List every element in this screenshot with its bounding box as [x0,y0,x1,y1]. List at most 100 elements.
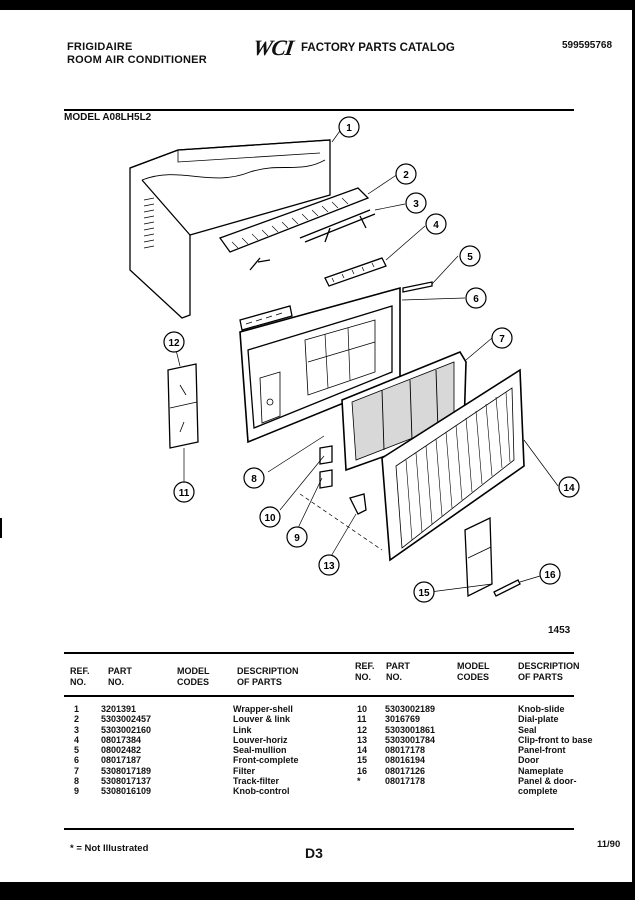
table-row: 12 [357,724,368,735]
table-top-rule [64,652,574,654]
table-row: 08017384 [101,734,142,745]
table-row: 3201391 [101,704,137,714]
callout-12: 12 [168,338,180,349]
table-row: 5 [74,745,80,756]
table-row: 08016194 [385,755,426,766]
exploded-parts-diagram: 1 2 3 4 5 6 7 8 9 10 11 12 13 14 15 16 [129,116,580,603]
scan-border-right [632,0,635,900]
scan-edge-marks [0,518,8,538]
left-ref-header: REF.NO. [70,666,90,687]
catalog-number: 599595768 [562,40,613,51]
left-ref-column: 1 2 3 4 5 6 7 8 9 [74,704,79,797]
table-row: 3 [74,724,80,735]
leader-lines [175,127,559,593]
callout-14: 14 [563,483,575,494]
table-row: 16 [357,765,368,776]
table-row: Filter [233,765,256,776]
table-row: Knob-control [233,786,290,797]
table-row: Seal-mullion [233,745,287,756]
filter-drawing [341,351,467,472]
table-row: 5303002160 [101,724,152,735]
seal-mullion-drawing [402,281,433,293]
table-row: 5308016109 [101,786,152,797]
table-row: 7 [74,765,80,776]
table-row: Knob-slide [518,704,565,714]
table-row: 5308017137 [101,776,152,787]
table-row: 8 [74,776,80,787]
figure-number: 1453 [548,625,571,636]
table-row: Louver-horiz [233,734,288,745]
right-part-column: 5303002189 3016769 5303001861 5303001784… [385,704,435,797]
table-header-rule [64,695,574,697]
table-row: 5303002457 [101,714,152,725]
table-row: Panel & door- [518,776,577,787]
table-row: 14 [357,745,368,756]
table-row: complete [518,786,558,797]
nameplate-drawing [493,579,521,597]
callout-10: 10 [264,513,276,524]
table-row: Door [518,755,539,766]
right-desc-column: Knob-slide Dial-plate Seal Clip-front to… [518,704,593,797]
brand-block: FRIGIDAIRE ROOM AIR CONDITIONER [67,41,207,67]
wci-logo: WCI [251,35,295,60]
callout-9: 9 [294,533,300,544]
table-row: 08017187 [101,755,142,766]
callout-1: 1 [346,123,352,134]
table-row: 3016769 [385,714,421,725]
knob-drawing [319,445,333,489]
louver-link-drawing [218,187,370,271]
table-row: 4 [74,734,80,745]
clip-drawing [349,493,367,515]
louver-horiz-drawing [324,257,387,287]
table-row: 08017178 [385,776,426,787]
table-row: 5308017189 [101,765,152,776]
table-row [357,786,367,796]
table-row: Wrapper-shell [233,704,293,714]
table-row: Seal [518,724,537,735]
catalog-title: FACTORY PARTS CATALOG [301,42,455,54]
table-row: 1 [74,704,80,714]
callout-3: 3 [413,199,419,210]
callout-2: 2 [403,170,409,181]
brand-name: FRIGIDAIRE [67,41,133,53]
table-row: 11 [357,714,367,725]
product-name: ROOM AIR CONDITIONER [67,54,207,66]
table-row: 2 [74,714,80,725]
table-row: * [357,776,361,787]
right-ref-column: 10 11 12 13 14 15 16 * [357,704,367,797]
callout-11: 11 [179,488,190,499]
table-row: Front-complete [233,755,299,766]
table-row: 6 [74,755,80,766]
footnote: * = Not Illustrated [70,843,149,854]
link-drawing [299,209,376,243]
callout-4: 4 [433,220,439,231]
table-row [385,786,435,796]
callout-5: 5 [467,252,473,263]
table-row: Clip-front to base [518,734,593,745]
table-row: 5303001861 [385,724,436,735]
table-row: Panel-front [518,745,566,756]
table-row: 5303002189 [385,704,436,714]
table-row: 9 [74,786,80,797]
control-panel-drawing [167,363,199,449]
table-row: 10 [357,704,368,714]
table-row: Louver & link [233,714,291,725]
left-desc-column: Wrapper-shell Louver & link Link Louver-… [233,704,299,797]
callout-8: 8 [251,474,257,485]
callout-7: 7 [499,334,505,345]
table-row: Track-filter [233,776,280,787]
table-row: Dial-plate [518,714,559,725]
callout-13: 13 [323,561,335,572]
table-row: 08002482 [101,745,142,756]
callout-circles [163,116,580,603]
scan-border-top [0,0,635,10]
callout-15: 15 [418,588,430,599]
wrapper-shell-drawing [129,139,331,319]
